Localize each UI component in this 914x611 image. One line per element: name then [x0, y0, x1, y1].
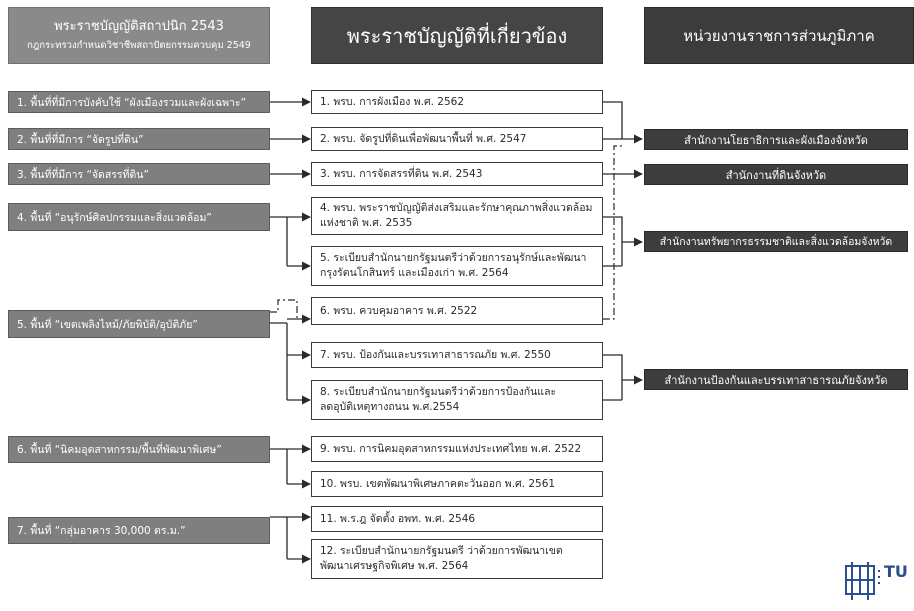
agency-box-1: สำนักงานโยธาธิการและผังเมืองจังหวัด [644, 129, 908, 150]
agency-label-2: สำนักงานที่ดินจังหวัด [725, 168, 827, 182]
area-box-7: 7. พื้นที่ “กลุ่มอาคาร 30,000 ตร.ม.” [8, 517, 270, 544]
area-box-1: 1. พื้นที่ที่มีการบังคับใช้ “ผังเมืองรวม… [8, 91, 270, 113]
law-label-1: 1. พรบ. การผังเมือง พ.ศ. 2562 [320, 95, 465, 108]
connector-laws-7-8 [603, 354, 623, 401]
law-box-2: 2. พรบ. จัดรูปที่ดินเพื่อพัฒนาพื้นที่ พ.… [311, 127, 603, 151]
law-label-5: 5. ระเบียบสำนักนายกรัฐมนตรีว่าด้วยการอนุ… [320, 252, 587, 279]
law-label-2: 2. พรบ. จัดรูปที่ดินเพื่อพัฒนาพื้นที่ พ.… [320, 132, 527, 145]
area-label-4: 4. พื้นที่ “อนุรักษ์ศิลปกรรมและสิ่งแวดล้… [17, 211, 212, 224]
act-title: พระราชบัญญัติสถาปนิก 2543 [54, 19, 224, 34]
law-label-9: 9. พรบ. การนิคมอุตสาหกรรมแห่งประเทศไทย พ… [320, 442, 582, 455]
agency-box-4: สำนักงานป้องกันและบรรเทาสาธารณภัยจังหวัด [644, 369, 908, 390]
area-label-5: 5. พื้นที่ “เขตเพลิงไหม้/ภัยพิบัติ/อุบัต… [17, 318, 198, 331]
law-label-12: 12. ระเบียบสำนักนายกรัฐมนตรี ว่าด้วยการพ… [320, 545, 563, 572]
area-box-4: 4. พื้นที่ “อนุรักษ์ศิลปกรรมและสิ่งแวดล้… [8, 203, 270, 231]
law-box-12: 12. ระเบียบสำนักนายกรัฐมนตรี ว่าด้วยการพ… [311, 539, 603, 579]
act-header: พระราชบัญญัติสถาปนิก 2543 กฎกระทรวงกำหนด… [8, 7, 270, 64]
law-label-4: 4. พรบ. พระราชบัญญัติส่งเสริมและรักษาคุณ… [320, 202, 593, 229]
agency-label-3: สำนักงานทรัพยากรธรรมชาติและสิ่งแวดล้อมจั… [659, 236, 893, 248]
law-label-7: 7. พรบ. ป้องกันและบรรเทาสาธารณภัย พ.ศ. 2… [320, 348, 551, 361]
connector-area6 [270, 448, 288, 484]
law-box-1: 1. พรบ. การผังเมือง พ.ศ. 2562 [311, 90, 603, 114]
law-box-8: 8. ระเบียบสำนักนายกรัฐมนตรีว่าด้วยการป้อ… [311, 380, 603, 420]
area-box-5: 5. พื้นที่ “เขตเพลิงไหม้/ภัยพิบัติ/อุบัต… [8, 310, 270, 338]
law-box-11: 11. พ.ร.ฎ จัดตั้ง อพท. พ.ศ. 2546 [311, 506, 603, 532]
area-label-6: 6. พื้นที่ “นิคมอุตสาหกรรม/พื้นที่พัฒนาพ… [17, 444, 222, 456]
connector-laws-4-5 [603, 216, 623, 267]
agencies-title: หน่วยงานราชการส่วนภูมิภาค [683, 26, 875, 45]
connector-area7 [270, 516, 288, 559]
law-box-3: 3. พรบ. การจัดสรรที่ดิน พ.ศ. 2543 [311, 162, 603, 186]
area-box-6: 6. พื้นที่ “นิคมอุตสาหกรรม/พื้นที่พัฒนาพ… [8, 436, 270, 463]
related-acts-title: พระราชบัญญัติที่เกี่ยวข้อง [346, 23, 568, 48]
dashdot-law6-agency1 [603, 145, 622, 320]
connector-laws-1-2 [603, 101, 623, 140]
related-acts-header: พระราชบัญญัติที่เกี่ยวข้อง [311, 7, 603, 64]
dashdot-area5-law6 [270, 299, 298, 319]
law-box-10: 10. พรบ. เขตพัฒนาพิเศษภาคตะวันออก พ.ศ. 2… [311, 471, 603, 497]
law-label-3: 3. พรบ. การจัดสรรที่ดิน พ.ศ. 2543 [320, 167, 483, 180]
connector-area5 [270, 322, 288, 400]
law-box-9: 9. พรบ. การนิคมอุตสาหกรรมแห่งประเทศไทย พ… [311, 436, 603, 462]
law-box-5: 5. ระเบียบสำนักนายกรัฐมนตรีว่าด้วยการอนุ… [311, 246, 603, 286]
law-box-4: 4. พรบ. พระราชบัญญัติส่งเสริมและรักษาคุณ… [311, 197, 603, 235]
act-subtitle: กฎกระทรวงกำหนดวิชาชีพสถาปัตยกรรมควบคุม 2… [27, 40, 251, 51]
area-label-2: 2. พื้นที่ที่มีการ “จัดรูปที่ดิน” [17, 133, 144, 146]
law-label-6: 6. พรบ. ควบคุมอาคาร พ.ศ. 2522 [320, 304, 478, 317]
area-label-1: 1. พื้นที่ที่มีการบังคับใช้ “ผังเมืองรวม… [17, 96, 247, 109]
agency-label-4: สำนักงานป้องกันและบรรเทาสาธารณภัยจังหวัด [664, 373, 888, 387]
agency-box-3: สำนักงานทรัพยากรธรรมชาติและสิ่งแวดล้อมจั… [644, 231, 908, 252]
agency-box-2: สำนักงานที่ดินจังหวัด [644, 164, 908, 185]
law-box-6: 6. พรบ. ควบคุมอาคาร พ.ศ. 2522 [311, 297, 603, 325]
law-label-10: 10. พรบ. เขตพัฒนาพิเศษภาคตะวันออก พ.ศ. 2… [320, 477, 556, 490]
connector-area4 [270, 216, 288, 266]
agency-label-1: สำนักงานโยธาธิการและผังเมืองจังหวัด [684, 133, 868, 147]
logo-text: TU [884, 562, 908, 581]
area-label-3: 3. พื้นที่ที่มีการ “จัดสรรที่ดิน” [17, 168, 149, 181]
tu-logo: TU [842, 560, 914, 607]
law-box-7: 7. พรบ. ป้องกันและบรรเทาสาธารณภัย พ.ศ. 2… [311, 342, 603, 368]
law-label-8: 8. ระเบียบสำนักนายกรัฐมนตรีว่าด้วยการป้อ… [320, 386, 557, 413]
tu-logo-mark-icon [845, 562, 880, 600]
area-box-2: 2. พื้นที่ที่มีการ “จัดรูปที่ดิน” [8, 128, 270, 150]
agencies-header: หน่วยงานราชการส่วนภูมิภาค [644, 7, 914, 64]
area-label-7: 7. พื้นที่ “กลุ่มอาคาร 30,000 ตร.ม.” [17, 525, 186, 537]
area-box-3: 3. พื้นที่ที่มีการ “จัดสรรที่ดิน” [8, 163, 270, 185]
law-label-11: 11. พ.ร.ฎ จัดตั้ง อพท. พ.ศ. 2546 [320, 512, 476, 525]
